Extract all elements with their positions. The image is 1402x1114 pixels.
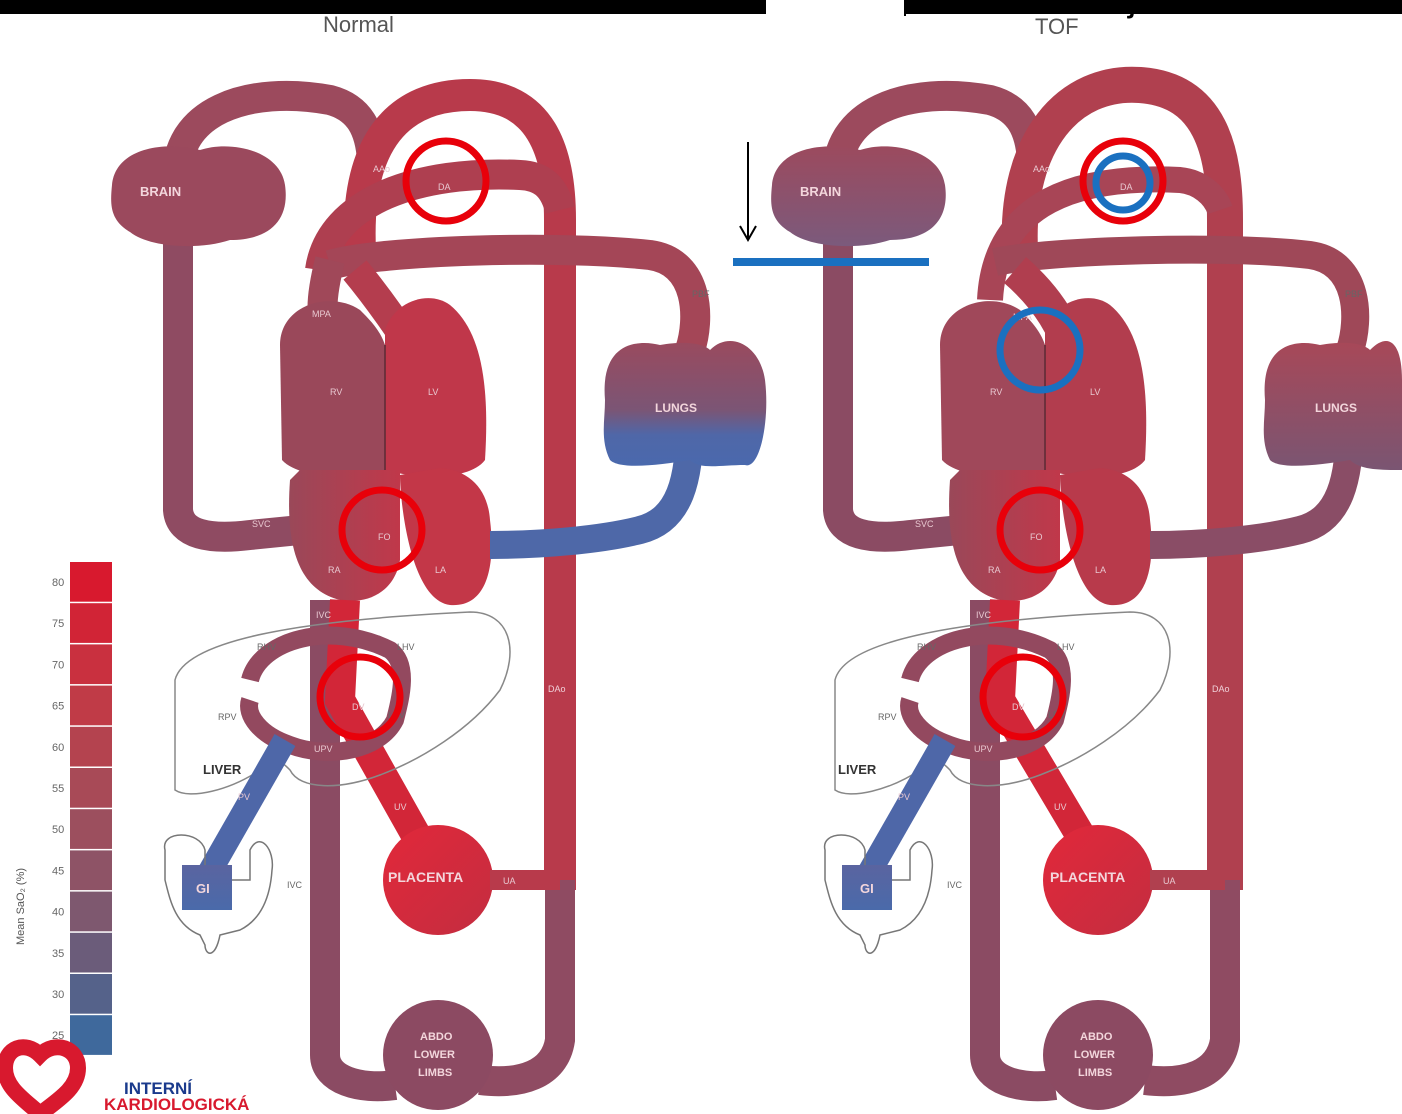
tof-liver-label: LIVER <box>838 762 877 777</box>
scale-swatch <box>70 974 112 1014</box>
tof-label-dv: DV <box>1012 702 1025 712</box>
normal-label-mpa: MPA <box>312 309 331 319</box>
normal-label-ua: UA <box>503 876 516 886</box>
scale-swatch <box>70 933 112 973</box>
normal-label-da: DA <box>438 182 451 192</box>
tof-label-svc: SVC <box>915 519 934 529</box>
scale-tick-label: 55 <box>52 783 64 795</box>
tof-label-lhv: LHV <box>1057 642 1075 652</box>
scale-tick-label: 70 <box>52 659 64 671</box>
normal-label-ivc: IVC <box>316 610 332 620</box>
scale-tick-label: 40 <box>52 907 64 919</box>
normal-gi-label: GI <box>196 881 210 896</box>
normal-abdo-label-2: LOWER <box>414 1049 455 1061</box>
normal-label-uv: UV <box>394 802 407 812</box>
tof-lungs-label: LUNGS <box>1315 401 1357 415</box>
scale-tick-label: 65 <box>52 701 64 713</box>
tof-label-rpv: RPV <box>878 712 897 722</box>
tof-panel <box>771 85 1402 1110</box>
scale-tick-label: 45 <box>52 865 64 877</box>
normal-label-la: LA <box>435 565 446 575</box>
scale-tick-label: 50 <box>52 824 64 836</box>
scale-swatch <box>70 603 112 643</box>
scale-tick-label: 30 <box>52 989 64 1001</box>
normal-label-lv: LV <box>428 387 438 397</box>
tof-la <box>1060 468 1152 605</box>
normal-label-ivc-low: IVC <box>287 880 303 890</box>
scale-swatch <box>70 809 112 849</box>
tof-dao-low <box>1145 880 1225 1081</box>
tof-label-ua: UA <box>1163 876 1176 886</box>
normal-label-rv: RV <box>330 387 342 397</box>
normal-label-ra: RA <box>328 565 341 575</box>
tof-label-uv: UV <box>1054 802 1067 812</box>
normal-lungs-label: LUNGS <box>655 401 697 415</box>
tof-abdo-label-3: LIMBS <box>1078 1067 1112 1079</box>
saturation-scale: 807570656055504540353025 <box>52 562 112 1055</box>
tof-label-pbf: PBF <box>1345 289 1363 299</box>
scale-swatch <box>70 562 112 602</box>
tof-brain <box>771 146 946 246</box>
normal-label-pbf: PBF <box>692 289 710 299</box>
scale-tick-label: 80 <box>52 577 64 589</box>
normal-liver-label: LIVER <box>203 762 242 777</box>
tof-label-aao: AAo <box>1033 164 1050 174</box>
tof-label-fo: FO <box>1030 532 1043 542</box>
tof-abdo-label-1: ABDO <box>1080 1031 1113 1043</box>
normal-panel <box>111 95 766 1110</box>
normal-label-lhv: LHV <box>397 642 415 652</box>
scale-swatch <box>70 686 112 726</box>
tof-label-upv: UPV <box>974 744 993 754</box>
tof-label-ivc-low: IVC <box>947 880 963 890</box>
logo-heart-icon <box>5 1047 78 1114</box>
normal-abdo-label-3: LIMBS <box>418 1067 452 1079</box>
normal-label-dv: DV <box>352 702 365 712</box>
normal-label-dao: DAo <box>548 684 566 694</box>
tof-brain-label: BRAIN <box>800 184 841 199</box>
scale-tick-label: 75 <box>52 618 64 630</box>
tof-label-la: LA <box>1095 565 1106 575</box>
logo-line2: KARDIOLOGICKÁ <box>104 1096 249 1113</box>
scale-swatch <box>70 644 112 684</box>
scale-swatch <box>70 892 112 932</box>
normal-label-svc: SVC <box>252 519 271 529</box>
normal-label-fo: FO <box>378 532 391 542</box>
normal-brain <box>111 146 286 246</box>
scale-tick-label: 60 <box>52 742 64 754</box>
normal-pv <box>205 740 285 880</box>
scale-axis-label: Mean SaO₂ (%) <box>15 868 27 945</box>
normal-brain-label: BRAIN <box>140 184 181 199</box>
scale-swatch <box>70 727 112 767</box>
blue-marker-line <box>733 258 929 266</box>
tof-label-da: DA <box>1120 182 1133 192</box>
tof-pv <box>865 740 945 880</box>
normal-label-aao: AAo <box>373 164 390 174</box>
tof-gi-label: GI <box>860 881 874 896</box>
normal-label-rhv: RHV <box>257 642 276 652</box>
tof-label-ra: RA <box>988 565 1001 575</box>
tof-label-pv: PV <box>898 792 910 802</box>
normal-label-pv: PV <box>238 792 250 802</box>
tof-label-lv: LV <box>1090 387 1100 397</box>
normal-la <box>400 468 492 605</box>
scale-tick-label: 35 <box>52 948 64 960</box>
scale-swatch <box>70 768 112 808</box>
scale-swatch <box>70 850 112 890</box>
tof-abdo-label-2: LOWER <box>1074 1049 1115 1061</box>
normal-label-rpv: RPV <box>218 712 237 722</box>
tof-label-ivc: IVC <box>976 610 992 620</box>
normal-placenta-label: PLACENTA <box>388 869 463 885</box>
tof-label-dao: DAo <box>1212 684 1230 694</box>
tof-label-rhv: RHV <box>917 642 936 652</box>
normal-abdo-label-1: ABDO <box>420 1031 453 1043</box>
normal-label-upv: UPV <box>314 744 333 754</box>
tof-placenta-label: PLACENTA <box>1050 869 1125 885</box>
tof-label-rv: RV <box>990 387 1002 397</box>
